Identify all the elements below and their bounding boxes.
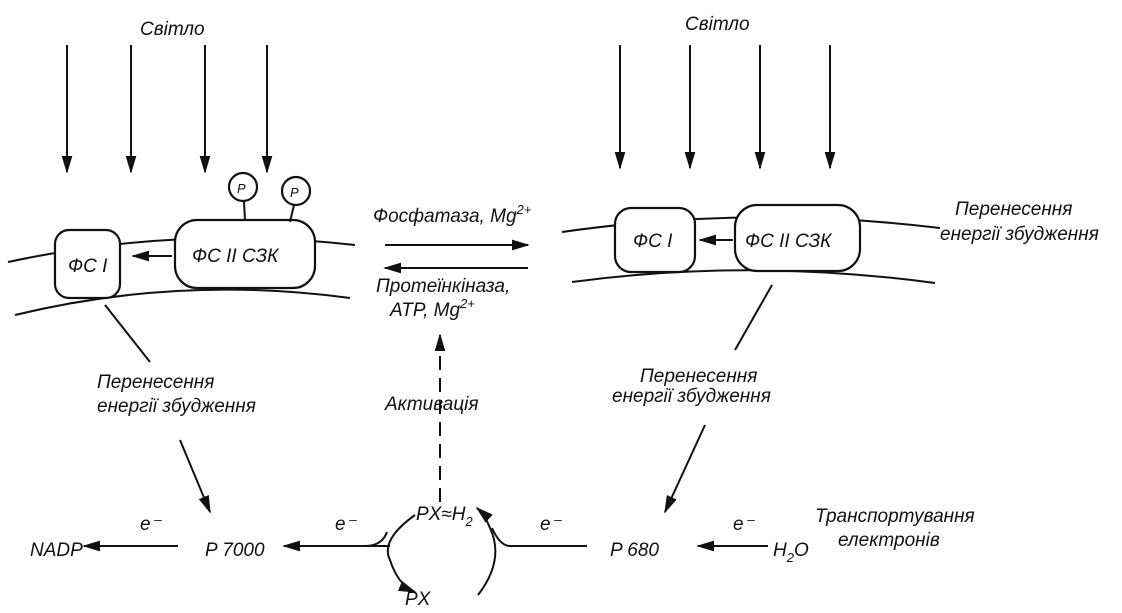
energy-arrow-to-p700: [179, 439, 211, 514]
energy-transfer-mid-label-2: енергії збудження: [612, 386, 771, 407]
nadp-label: NADP: [30, 540, 83, 561]
ps1-complex-right: [613, 206, 697, 274]
energy-transfer-left-label-2: енергії збудження: [97, 396, 256, 417]
electron-label: e⁻: [140, 514, 163, 535]
pq-return-arrow: [475, 506, 497, 596]
p700-label: P 7000: [205, 540, 265, 561]
phosphatase-label: Фосфатаза, Mg2+: [373, 202, 532, 227]
pq-cycle-arc: [364, 531, 390, 547]
pq-label: PX: [405, 589, 432, 610]
energy-line-left: [104, 304, 151, 363]
ps2-lhc-complex-right: [733, 203, 862, 273]
svg-text:P: P: [237, 181, 246, 196]
ps1-label-right: ФС І: [633, 231, 673, 252]
electron-transport-label-2: електронів: [838, 530, 940, 551]
electron-transport-label-1: Транспортування: [815, 506, 975, 527]
atp-mg-label: ATP, Mg2+: [389, 296, 475, 321]
light-arrows-right: [614, 45, 836, 170]
electron-label: e⁻: [335, 514, 358, 535]
energy-transfer-right-label-2: енергії збудження: [940, 224, 1099, 245]
ps1-label-left: ФС І: [68, 256, 108, 277]
phosphate-group: P: [227, 171, 259, 222]
ps1-complex-left: [53, 228, 122, 300]
phosphate-group: P: [280, 175, 312, 223]
electron-line-from-p680: [491, 527, 587, 547]
svg-text:P: P: [290, 185, 299, 200]
energy-transfer-mid-label-1: Перенесення: [640, 366, 757, 387]
pq-reduction-arrow: [386, 514, 417, 593]
protein-kinase-label: Протеїнкіназа,: [376, 276, 510, 297]
electron-label: e⁻: [733, 514, 756, 535]
electron-label: e⁻: [540, 514, 563, 535]
ps2-lhc-label-left: ФС ІІ СЗК: [192, 246, 280, 267]
activation-label: Активація: [384, 394, 479, 415]
ps2-lhc-label-right: ФС ІІ СЗК: [745, 231, 833, 252]
p680-label: P 680: [610, 540, 659, 561]
water-label: H2O: [773, 540, 809, 565]
energy-arrow-to-p680: [664, 424, 706, 514]
pq-h2-label: PX≈H2: [416, 504, 474, 529]
light-label-left: Світло: [140, 19, 205, 40]
light-arrows-left: [61, 45, 273, 174]
energy-line-right: [734, 284, 773, 351]
energy-transfer-right-label-1: Перенесення: [955, 199, 1072, 220]
energy-transfer-left-label-1: Перенесення: [97, 372, 214, 393]
light-label-right: Світло: [685, 14, 750, 35]
